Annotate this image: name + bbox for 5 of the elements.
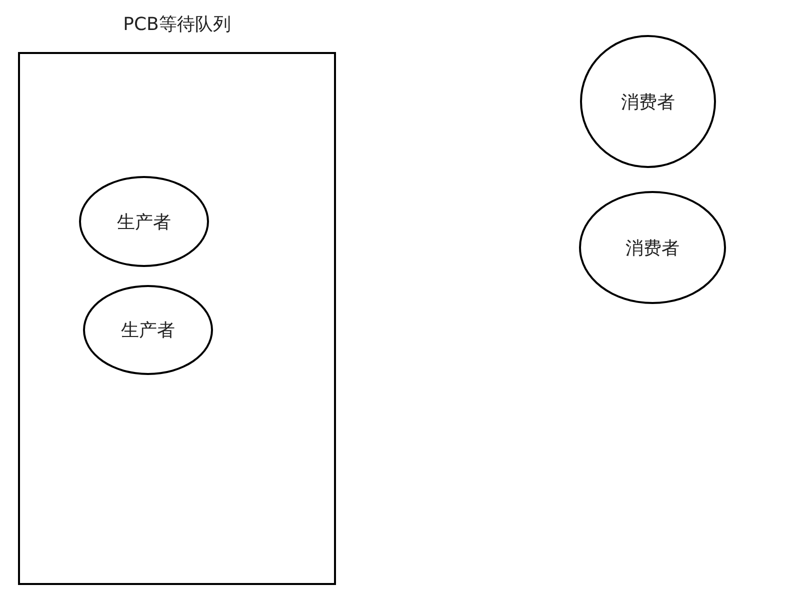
role-ellipse: 消费者 <box>579 191 726 304</box>
role-ellipse: 生产者 <box>79 176 209 267</box>
queue-heading: PCB等待队列 <box>122 13 232 36</box>
role-ellipse: 生产者 <box>83 285 213 375</box>
role-ellipse: 消费者 <box>580 35 716 168</box>
